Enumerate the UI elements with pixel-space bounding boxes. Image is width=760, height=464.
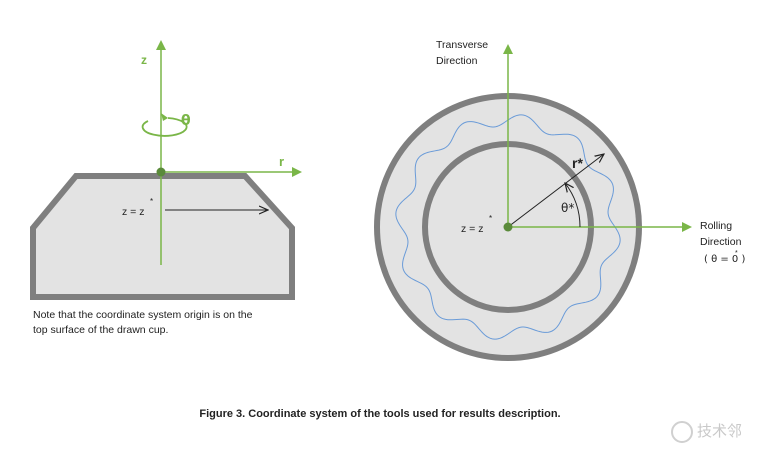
note-line-1: Note that the coordinate system origin i… xyxy=(33,309,253,321)
label-rolling-3: ( θ = 0 ) xyxy=(704,254,745,265)
label-r: r xyxy=(279,154,284,169)
theta-star-arc xyxy=(565,183,581,228)
r-star-arrow xyxy=(507,154,604,228)
watermark-text: 技术邻 xyxy=(696,422,742,440)
watermark-logo-icon xyxy=(670,420,693,443)
label-plane: z = z xyxy=(122,206,144,218)
center-dot xyxy=(503,222,513,232)
label-r-star: r* xyxy=(572,155,583,171)
wavy-flange-edge xyxy=(395,114,621,340)
label-transverse-1: Transverse xyxy=(436,39,488,51)
label-rolling-2: Direction xyxy=(700,236,742,248)
label-rolling-1: Rolling xyxy=(700,220,732,232)
theta-rotation-icon xyxy=(141,113,188,137)
origin-note: Note that the coordinate system origin i… xyxy=(33,308,293,338)
label-rolling-deg: * xyxy=(735,250,738,257)
cup-cross-section xyxy=(30,173,295,300)
note-line-2: top surface of the drawn cup. xyxy=(33,324,169,336)
origin-dot xyxy=(156,167,166,177)
label-z: z xyxy=(141,53,147,67)
figure-caption: Figure 3. Coordinate system of the tools… xyxy=(199,408,561,420)
label-plane-right-star: * xyxy=(489,214,492,223)
label-transverse-2: Direction xyxy=(436,55,478,67)
label-plane-star: * xyxy=(150,197,153,206)
watermark: 技术邻 xyxy=(670,420,742,443)
label-plane-right: z = z xyxy=(461,223,483,235)
label-theta: θ xyxy=(181,113,191,129)
label-theta-star: θ* xyxy=(561,201,574,215)
